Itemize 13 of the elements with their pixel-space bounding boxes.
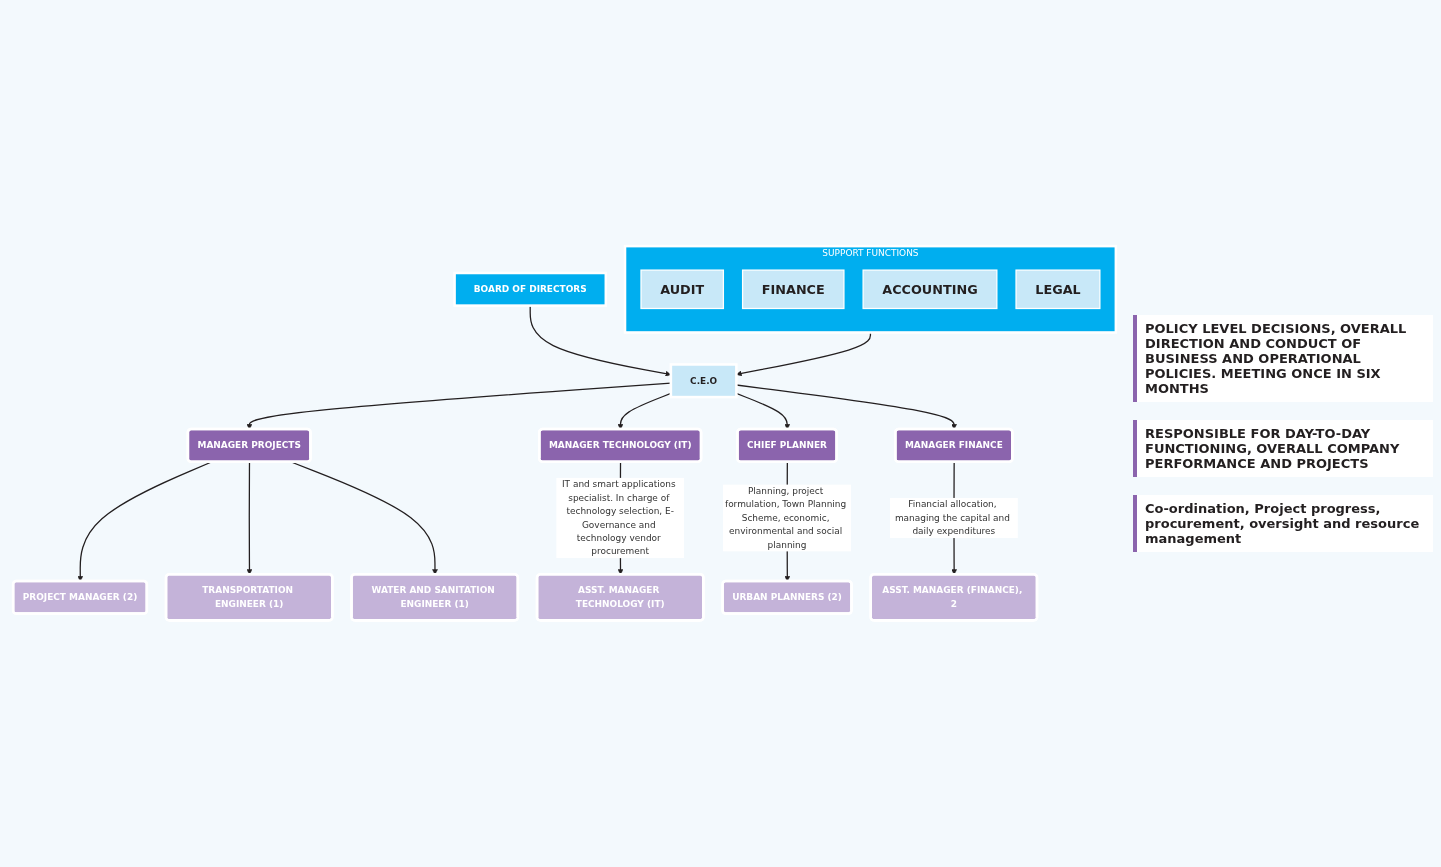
note-text: RESPONSIBLE FOR DAY-TO-DAY FUNCTIONING, OVERALL COMPANY PERFORMANCE AND PROJECTS [1133, 420, 1433, 477]
edge-label: IT and smart applications specialist. In charge of technology selection, E-Governance and technology vendor procurement [561, 479, 676, 557]
note-text: POLICY LEVEL DECISIONS, OVERALL DIRECTION AND CONDUCT OF BUSINESS AND OPERATIONAL POLICIES. MEETING ONCE IN SIX MONTHS [1133, 315, 1433, 402]
node-box: LEGAL [1015, 269, 1101, 310]
node-box: C.E.O [669, 363, 738, 399]
arrow [736, 332, 872, 377]
edge-label: Financial allocation, managing the capital and daily expenditures [894, 499, 1010, 537]
node-box: FINANCE [741, 269, 845, 310]
node-box: ACCOUNTING [862, 269, 998, 310]
edge-label: Planning, project formulation, Town Planning Scheme, economic, environmental and social planning [724, 485, 847, 550]
node-box: BOARD OF DIRECTORS [453, 271, 608, 308]
note-text: Co-ordination, Project progress, procurement, oversight and resource management [1133, 495, 1433, 552]
node-box: AUDIT [640, 269, 725, 310]
